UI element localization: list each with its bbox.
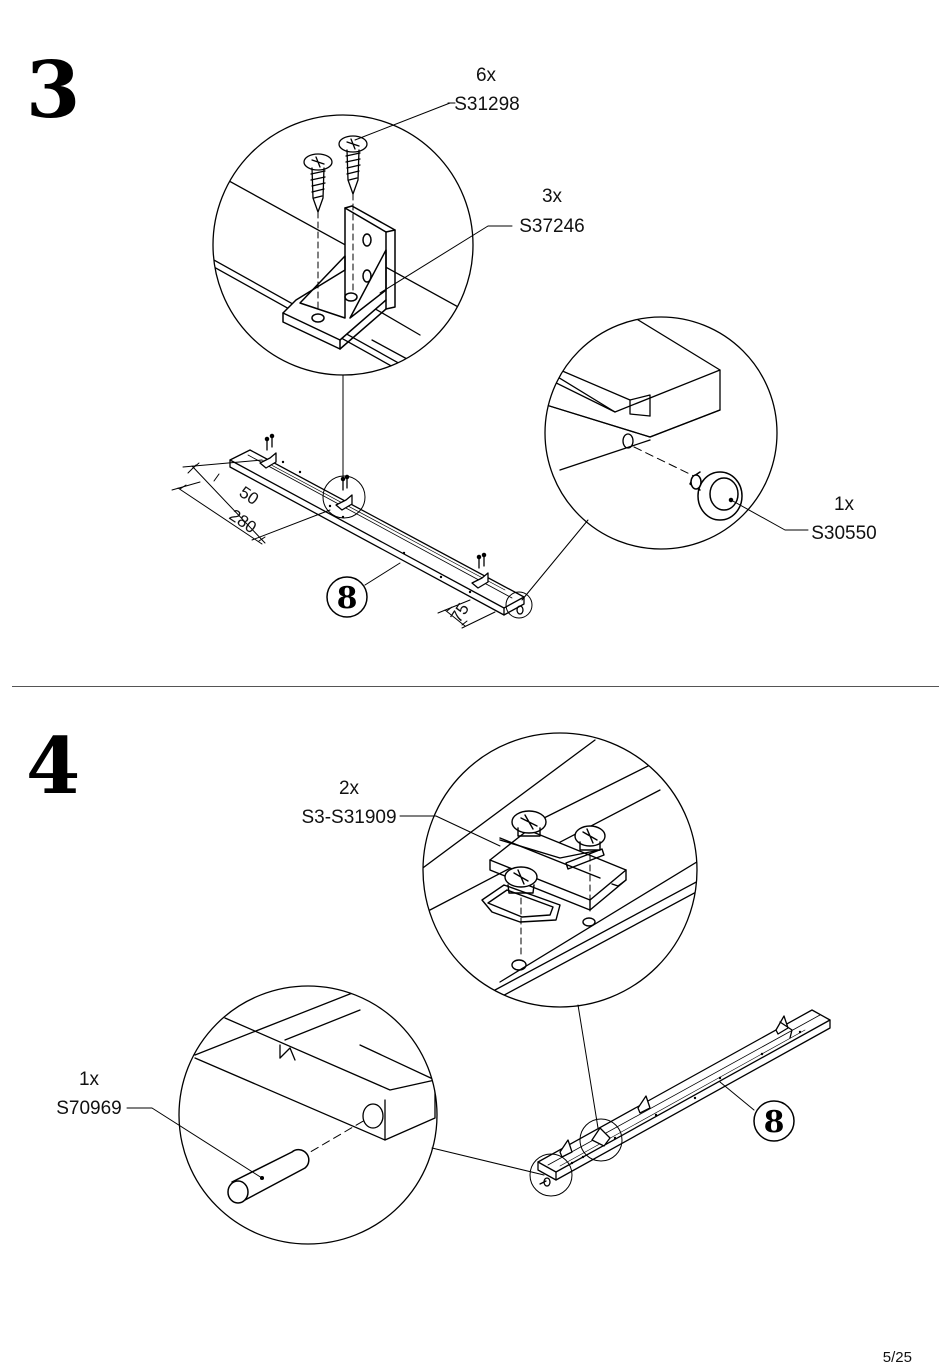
part-s31298-code: S31298: [454, 94, 520, 115]
step-3-number: 3: [26, 45, 81, 136]
detail-dowel-zoom: [178, 985, 438, 1245]
part-s70969-qty: 1x: [78, 1069, 100, 1090]
part-s37246-code: S37246: [519, 216, 585, 237]
part-s37246-qty: 3x: [541, 186, 563, 207]
wooden-dowel-icon: [227, 1148, 310, 1204]
dimension-75: 75: [447, 600, 473, 626]
detail-bracket-zoom: [212, 114, 474, 376]
board-8-step4: [529, 1009, 831, 1197]
screw-icon: [303, 153, 333, 311]
part-s31909-qty: 2x: [338, 778, 360, 799]
detail-runner-zoom: [422, 732, 698, 1008]
board-8-step3: [229, 433, 533, 619]
runner-clip-icon: [481, 810, 627, 971]
board-8-callout-step3: 8: [337, 581, 358, 616]
corner-bracket-icon: [282, 205, 396, 350]
board-8-callout-circle: [326, 576, 368, 618]
part-s30550-qty: 1x: [833, 494, 855, 515]
page-number: 5/25: [882, 1349, 912, 1366]
step-divider: [12, 686, 939, 687]
part-s31298-qty: 6x: [475, 65, 497, 86]
screw-icon: [338, 135, 368, 291]
step-4-number: 4: [26, 721, 81, 812]
part-s31909-code: S3-S31909: [301, 807, 397, 828]
board-8-callout-step4: 8: [764, 1105, 785, 1140]
part-s30550-code: S30550: [811, 523, 877, 544]
round-glide-icon: [689, 471, 743, 521]
detail-glide-zoom: [544, 316, 778, 550]
dimension-50: 50: [236, 483, 262, 509]
part-s70969-code: S70969: [56, 1098, 122, 1119]
board-8-callout-circle: [753, 1100, 795, 1142]
dimension-lines: [171, 459, 496, 629]
